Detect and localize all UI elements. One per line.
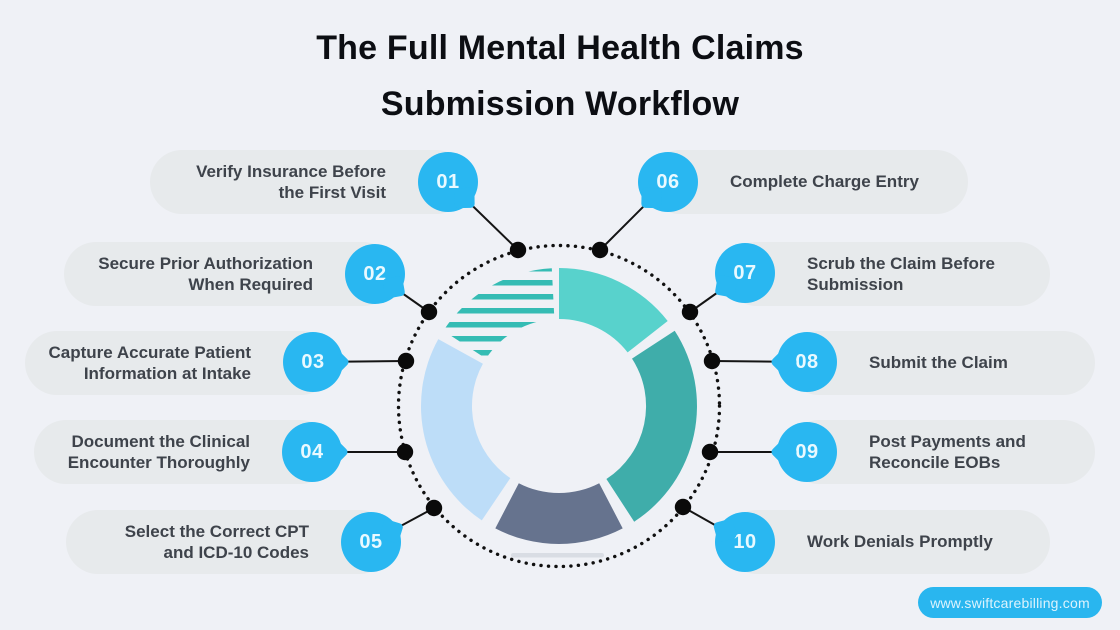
connector-dot-05 (425, 499, 443, 517)
step-number-08: 08 (795, 350, 819, 373)
step-number-10: 10 (733, 530, 757, 553)
step-badge-02: 02 (345, 244, 405, 304)
step-label-03: Capture Accurate Patient Information at … (48, 342, 251, 383)
connector-dot-04 (396, 443, 414, 461)
step-card-09: Post Payments and Reconcile EOBs (787, 420, 1095, 484)
connector-dot-01 (509, 241, 527, 259)
step-badge-10: 10 (715, 512, 775, 572)
step-label-05: Select the Correct CPT and ICD-10 Codes (124, 521, 309, 562)
step-number-04: 04 (300, 440, 324, 463)
step-number-03: 03 (301, 350, 325, 373)
step-badge-08: 08 (777, 332, 837, 392)
step-badge-03: 03 (283, 332, 343, 392)
step-card-01: Verify Insurance Before the First Visit (150, 150, 468, 214)
step-label-09: Post Payments and Reconcile EOBs (869, 431, 1026, 472)
connector-dot-08 (703, 352, 721, 370)
step-label-02: Secure Prior Authorization When Required (98, 253, 313, 294)
donut-segment-bottom (495, 483, 623, 544)
step-badge-09: 09 (777, 422, 837, 482)
step-badge-04: 04 (282, 422, 342, 482)
stripe-bar (443, 336, 555, 342)
website-url: www.swiftcarebilling.com (930, 594, 1090, 611)
step-card-08: Submit the Claim (787, 331, 1095, 395)
step-card-07: Scrub the Claim Before Submission (725, 242, 1050, 306)
stripe-bar (443, 308, 555, 314)
stripe-bar (443, 294, 555, 300)
connector-dots (396, 241, 721, 517)
connector-dot-03 (397, 352, 415, 370)
step-badge-01: 01 (418, 152, 478, 212)
stripe-bar (443, 280, 555, 286)
shadow-line (511, 553, 604, 558)
step-badge-07: 07 (715, 243, 775, 303)
connector-dot-09 (701, 443, 719, 461)
step-label-01: Verify Insurance Before the First Visit (196, 161, 386, 202)
connector-dot-06 (591, 241, 609, 259)
step-number-09: 09 (795, 440, 819, 463)
donut-segment-left (420, 339, 511, 521)
step-card-02: Secure Prior Authorization When Required (64, 242, 395, 306)
step-card-03: Capture Accurate Patient Information at … (25, 331, 333, 395)
connector-lines (312, 181, 808, 543)
stripe-bar (443, 268, 555, 272)
step-card-10: Work Denials Promptly (725, 510, 1050, 574)
page-title-line1: The Full Mental Health Claims (316, 29, 804, 67)
stripe-bar (443, 322, 555, 328)
page-title-line2: Submission Workflow (380, 85, 740, 123)
step-card-06: Complete Charge Entry (648, 150, 968, 214)
connector-dot-10 (674, 498, 692, 516)
connector-dot-07 (681, 303, 699, 321)
connector-dot-02 (420, 303, 438, 321)
step-label-07: Scrub the Claim Before Submission (807, 253, 995, 294)
step-label-08: Submit the Claim (869, 353, 1008, 373)
page-title: The Full Mental Health Claims Submission… (0, 20, 1120, 132)
donut-segment-top-right (559, 268, 668, 353)
stripe-bar (443, 350, 555, 356)
website-pill[interactable]: www.swiftcarebilling.com (918, 587, 1102, 618)
donut-segment-right (606, 330, 697, 522)
step-label-10: Work Denials Promptly (807, 532, 993, 552)
step-card-04: Document the Clinical Encounter Thorough… (34, 420, 332, 484)
step-badge-06: 06 (638, 152, 698, 212)
donut-segment-striped (443, 268, 555, 356)
step-card-05: Select the Correct CPT and ICD-10 Codes (66, 510, 391, 574)
step-badge-05: 05 (341, 512, 401, 572)
dotted-ring (396, 243, 722, 569)
step-label-06: Complete Charge Entry (730, 172, 919, 192)
step-label-04: Document the Clinical Encounter Thorough… (67, 431, 250, 472)
